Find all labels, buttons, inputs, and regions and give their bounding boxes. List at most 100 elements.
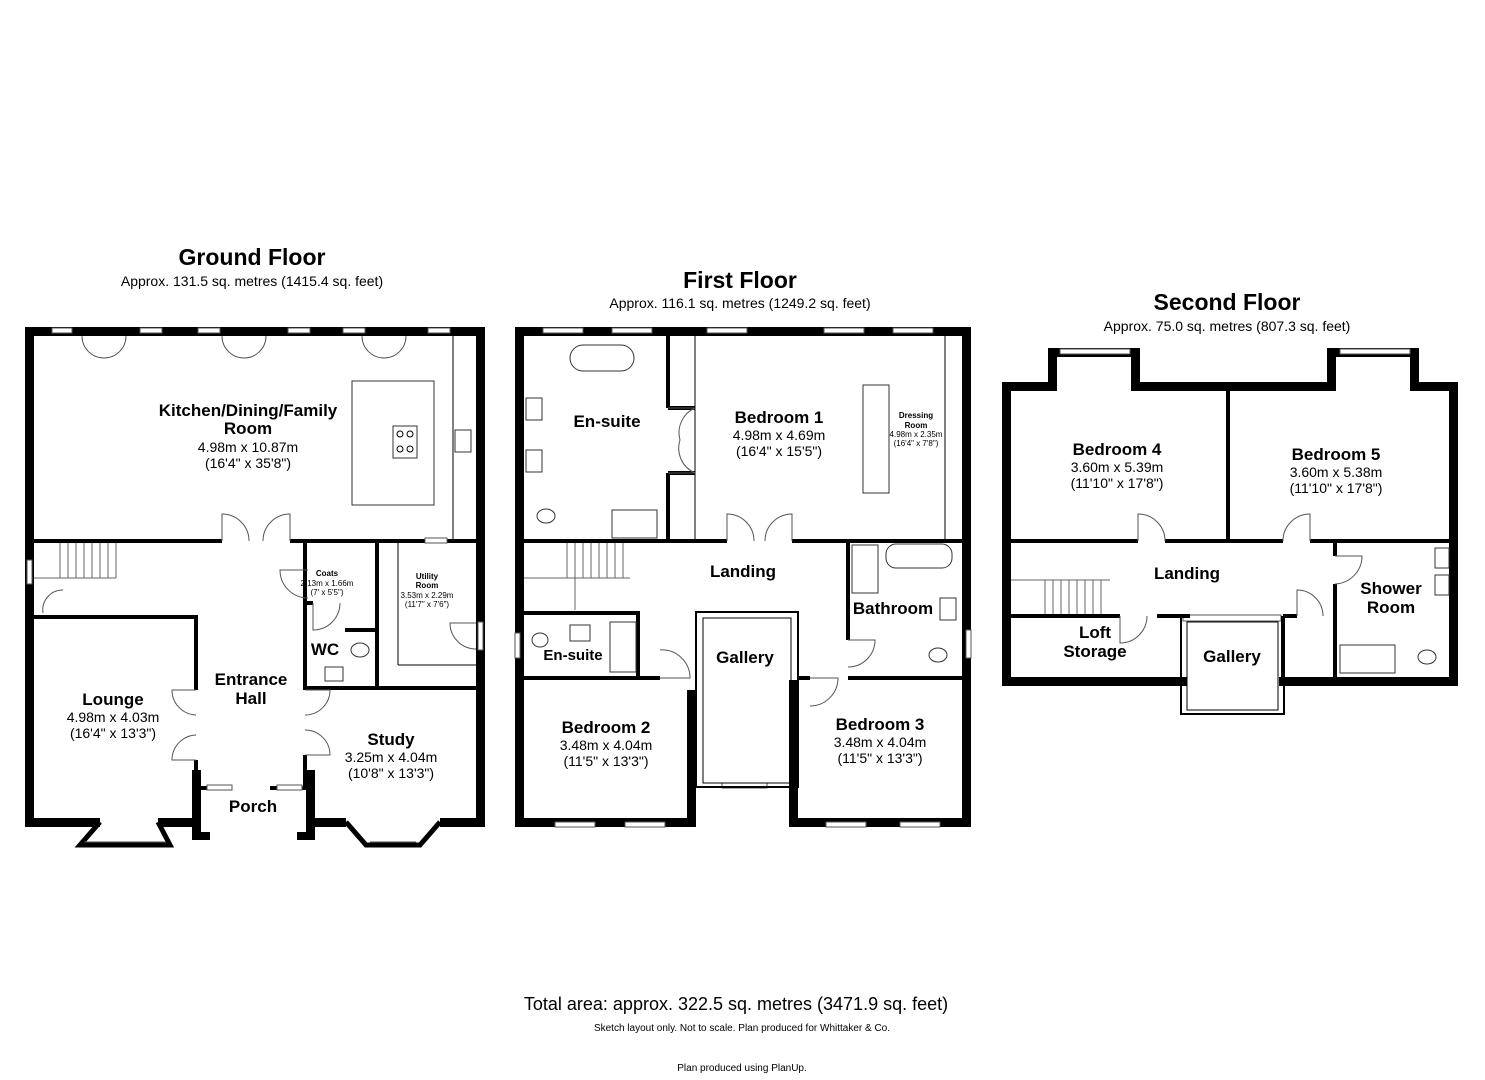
sink-icon [454, 429, 472, 453]
ensuite2-shower-icon [609, 621, 637, 673]
room-lounge: Lounge 4.98m x 4.03m (16'4" x 13'3") [67, 690, 160, 741]
bathroom-bath-icon [885, 543, 953, 569]
ground-floor-title: Ground Floor [179, 244, 326, 270]
first-floor-area: Approx. 116.1 sq. metres (1249.2 sq. fee… [609, 295, 870, 311]
first-floor: First Floor Approx. 116.1 sq. metres (12… [514, 267, 972, 828]
room-bedroom-4: Bedroom 4 3.60m x 5.39m (11'10" x 17'8") [1071, 440, 1164, 491]
footer-credit: Plan produced using PlanUp. [677, 1063, 807, 1074]
bedroom3-metric: 3.48m x 4.04m [834, 734, 927, 750]
bedroom5-name: Bedroom 5 [1292, 445, 1381, 464]
loft-name-2: Storage [1063, 642, 1126, 661]
study-imperial: (10'8" x 13'3") [348, 765, 434, 781]
second-floor: Second Floor Approx. 75.0 sq. metres (80… [1002, 289, 1458, 715]
hob-icon [392, 425, 418, 459]
bedroom5-imperial: (11'10" x 17'8") [1290, 480, 1383, 496]
room-coats: Coats 2.13m x 1.66m (7' x 5'5") [301, 569, 354, 597]
second-floor-title: Second Floor [1154, 289, 1301, 315]
entrance-name-1: Entrance [215, 670, 288, 689]
coats-metric: 2.13m x 1.66m [301, 579, 354, 588]
room-bedroom-5: Bedroom 5 3.60m x 5.38m (11'10" x 17'8") [1290, 445, 1383, 496]
shower-tray-icon-2 [1339, 644, 1396, 674]
lounge-metric: 4.98m x 4.03m [67, 709, 160, 725]
dressing-name-1: Dressing [899, 411, 933, 420]
first-internal-walls [524, 336, 962, 680]
shower-basin-icon [1434, 547, 1450, 569]
wc-toilet-icon [350, 642, 370, 658]
basin-icon [525, 397, 543, 421]
bedroom4-metric: 3.60m x 5.39m [1071, 459, 1164, 475]
dressing-metric: 4.98m x 2.35m [890, 430, 943, 439]
dressing-imperial: (16'4" x 7'8") [894, 439, 939, 448]
room-utility: Utility Room 3.53m x 2.29m (11'7" x 7'6"… [401, 572, 454, 609]
kitchen-name-1: Kitchen/Dining/Family [159, 401, 338, 420]
room-entrance-hall: Entrance Hall [215, 670, 288, 708]
ground-internal-doors [42, 513, 477, 761]
toilet-icon [536, 508, 556, 524]
kitchen-name-2: Room [224, 419, 272, 438]
first-floor-title: First Floor [683, 267, 797, 293]
utility-name-2: Room [416, 581, 439, 590]
bedroom1-metric: 4.98m x 4.69m [733, 427, 826, 443]
second-outer-walls [1002, 348, 1458, 686]
shower-name-1: Shower [1360, 579, 1422, 598]
utility-imperial: (11'7" x 7'6") [405, 600, 449, 609]
footer-total-area: Total area: approx. 322.5 sq. metres (34… [524, 994, 948, 1014]
bedroom3-imperial: (11'5" x 13'3") [837, 750, 922, 766]
second-internal-walls [1011, 391, 1449, 677]
room-gallery-first: Gallery [716, 648, 774, 667]
bathroom-toilet-icon [928, 647, 948, 663]
second-floor-area: Approx. 75.0 sq. metres (807.3 sq. feet) [1104, 318, 1351, 334]
ensuite2-toilet-icon [531, 632, 549, 648]
room-study: Study 3.25m x 4.04m (10'8" x 13'3") [345, 730, 438, 781]
lounge-name: Lounge [82, 690, 143, 709]
bedroom2-imperial: (11'5" x 13'3") [563, 753, 648, 769]
ground-french-doors [81, 335, 407, 359]
bedroom5-metric: 3.60m x 5.38m [1290, 464, 1383, 480]
room-porch: Porch [229, 797, 277, 816]
ground-stairs [34, 543, 117, 579]
loft-name-1: Loft [1079, 623, 1111, 642]
bedroom2-metric: 3.48m x 4.04m [560, 737, 653, 753]
first-stairs [524, 543, 630, 610]
bedroom1-imperial: (16'4" x 15'5") [736, 443, 822, 459]
room-ensuite-2: En-suite [543, 647, 602, 664]
room-ensuite-1: En-suite [573, 412, 640, 431]
study-metric: 3.25m x 4.04m [345, 749, 438, 765]
kitchen-imperial: (16'4" x 35'8") [205, 455, 291, 471]
bathroom-shower-icon [851, 544, 879, 594]
shower-basin-icon-2 [1434, 574, 1450, 596]
room-dressing: Dressing Room 4.98m x 2.35m (16'4" x 7'8… [890, 411, 943, 448]
room-bathroom: Bathroom [853, 599, 933, 618]
bedroom1-name: Bedroom 1 [735, 408, 824, 427]
room-bedroom-2: Bedroom 2 3.48m x 4.04m (11'5" x 13'3") [560, 718, 653, 769]
shower-tray-icon [611, 509, 658, 539]
room-gallery-second: Gallery [1203, 647, 1261, 666]
footer: Total area: approx. 322.5 sq. metres (34… [524, 994, 948, 1074]
room-landing-first: Landing [710, 562, 776, 581]
utility-metric: 3.53m x 2.29m [401, 591, 454, 600]
bathroom-basin-icon [939, 597, 957, 621]
second-doors [1119, 513, 1363, 644]
room-loft-storage: Loft Storage [1063, 623, 1126, 661]
room-bedroom-1: Bedroom 1 4.98m x 4.69m (16'4" x 15'5") [733, 408, 826, 459]
basin-icon-2 [525, 449, 543, 473]
lounge-imperial: (16'4" x 13'3") [70, 725, 156, 741]
ground-top-windows [26, 327, 451, 585]
first-doors [659, 407, 876, 707]
utility-name-1: Utility [416, 572, 439, 581]
footer-note: Sketch layout only. Not to scale. Plan p… [594, 1023, 890, 1034]
ground-floor: Ground Floor Approx. 131.5 sq. metres (1… [25, 244, 485, 848]
bedroom3-name: Bedroom 3 [836, 715, 925, 734]
shower-toilet-icon [1417, 649, 1437, 665]
bedroom2-name: Bedroom 2 [562, 718, 651, 737]
room-shower: Shower Room [1360, 579, 1422, 617]
ensuite2-basin-icon [569, 624, 591, 642]
entrance-name-2: Hall [235, 689, 266, 708]
bedroom4-name: Bedroom 4 [1073, 440, 1162, 459]
coats-name: Coats [316, 569, 339, 578]
shower-name-2: Room [1367, 598, 1415, 617]
bedroom4-imperial: (11'10" x 17'8") [1071, 475, 1164, 491]
dressing-name-2: Room [905, 421, 928, 430]
bath-icon [569, 344, 635, 372]
